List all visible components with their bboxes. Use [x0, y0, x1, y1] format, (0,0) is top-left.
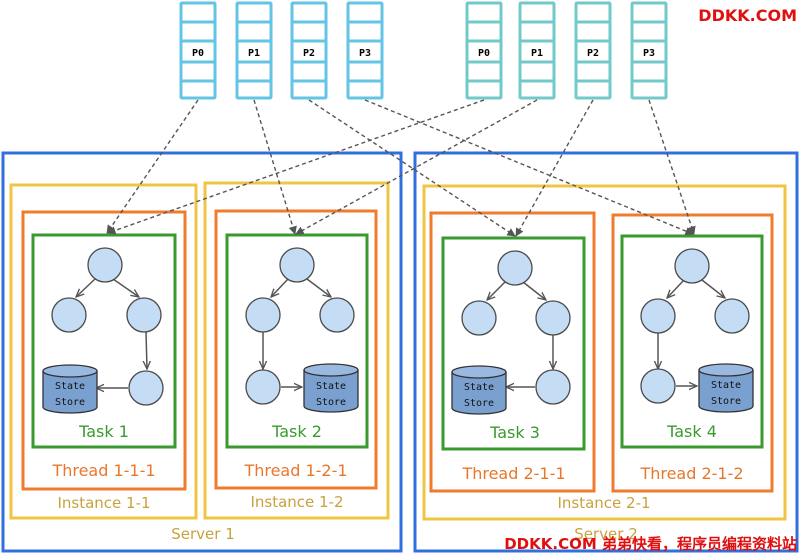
state-store-label: State — [711, 380, 741, 391]
task-4-label: Task 4 — [666, 422, 717, 441]
partition-label: P1 — [248, 48, 260, 59]
partition-stack-p1: P1 — [235, 1, 273, 100]
partition-stack-p3: P3 — [346, 1, 384, 100]
processor-node — [535, 300, 571, 336]
partition-label: P2 — [303, 48, 315, 59]
state-store-label: State — [55, 381, 85, 392]
partition-label: P2 — [587, 48, 599, 59]
thread-2-1-1-label: Thread 2-1-1 — [461, 464, 565, 483]
partition-stack-p2: P2 — [290, 1, 328, 100]
processor-node — [461, 300, 497, 336]
task-3-label: Task 3 — [489, 423, 540, 442]
task-4-box — [620, 234, 764, 449]
task-2-topology: State Store — [245, 247, 359, 413]
instance-2-1-label: Instance 2-1 — [557, 494, 650, 512]
server-2-label: Server 2 — [574, 525, 638, 543]
watermark-top: DDKK.COM — [698, 6, 797, 25]
processor-node — [126, 297, 162, 333]
state-store-label: Store — [711, 396, 741, 407]
thread-1-1-1-box — [21, 210, 187, 491]
topic-1: P0 P1 P2 P3 — [179, 1, 384, 100]
partition-stack-p1: P1 — [518, 1, 556, 100]
instance-2-1-box — [422, 184, 787, 521]
server-1-box — [1, 151, 403, 553]
state-store-label: Store — [464, 398, 494, 409]
partition-label: P1 — [531, 48, 543, 59]
processor-node — [51, 297, 87, 333]
task-4-topology: State Store — [640, 248, 754, 413]
state-store-cylinder: State Store — [451, 365, 507, 415]
processor-node — [640, 368, 676, 404]
watermark-bottom: DDKK.COM 弟弟快看，程序员编程资料站 — [504, 535, 797, 553]
task-2-label: Task 2 — [271, 422, 322, 441]
task-2-box — [225, 233, 369, 449]
partition-stack-p0: P0 — [179, 1, 217, 100]
processor-node — [497, 250, 533, 286]
processor-node — [714, 298, 750, 334]
thread-2-1-1-box — [429, 211, 596, 493]
state-store-label: Store — [316, 397, 346, 408]
state-store-cylinder: State Store — [42, 364, 98, 414]
instance-1-1-box — [9, 183, 198, 520]
processor-node — [128, 370, 164, 406]
task-1-label: Task 1 — [78, 422, 129, 441]
thread-1-1-1-label: Thread 1-1-1 — [51, 461, 155, 480]
partition-assignment-arrows — [106, 99, 696, 237]
processor-node — [245, 297, 281, 333]
thread-1-2-1-label: Thread 1-2-1 — [243, 461, 347, 480]
instance-1-2-label: Instance 1-2 — [250, 493, 343, 511]
processor-node — [87, 247, 123, 283]
state-store-cylinder: State Store — [698, 363, 754, 413]
state-store-label: Store — [55, 397, 85, 408]
partition-stack-p3: P3 — [630, 1, 668, 100]
processor-node — [640, 298, 676, 334]
processor-node — [319, 297, 355, 333]
partition-label: P0 — [192, 48, 204, 59]
task-1-box — [31, 233, 177, 449]
partition-label: P3 — [643, 48, 655, 59]
instance-1-1-label: Instance 1-1 — [57, 494, 150, 512]
partition-stack-p0: P0 — [465, 1, 503, 100]
state-store-label: State — [316, 381, 346, 392]
server-2-box — [413, 151, 799, 553]
task-1-topology: State Store — [42, 247, 164, 414]
task-3-box — [441, 236, 586, 451]
thread-2-1-2-label: Thread 2-1-2 — [639, 464, 743, 483]
processor-node — [245, 369, 281, 405]
server-1-label: Server 1 — [171, 525, 235, 543]
partition-label: P0 — [478, 48, 490, 59]
state-store-cylinder: State Store — [303, 363, 359, 413]
processor-node — [279, 247, 315, 283]
partition-stack-p2: P2 — [574, 1, 612, 100]
thread-1-2-1-box — [214, 209, 378, 490]
state-store-label: State — [464, 382, 494, 393]
thread-2-1-2-box — [611, 213, 774, 493]
processor-node — [535, 369, 571, 405]
task-3-topology: State Store — [451, 250, 571, 415]
instance-1-2-box — [203, 181, 390, 520]
topic-2: P0 P1 P2 P3 — [465, 1, 668, 100]
processor-node — [674, 248, 710, 284]
partition-label: P3 — [359, 48, 371, 59]
